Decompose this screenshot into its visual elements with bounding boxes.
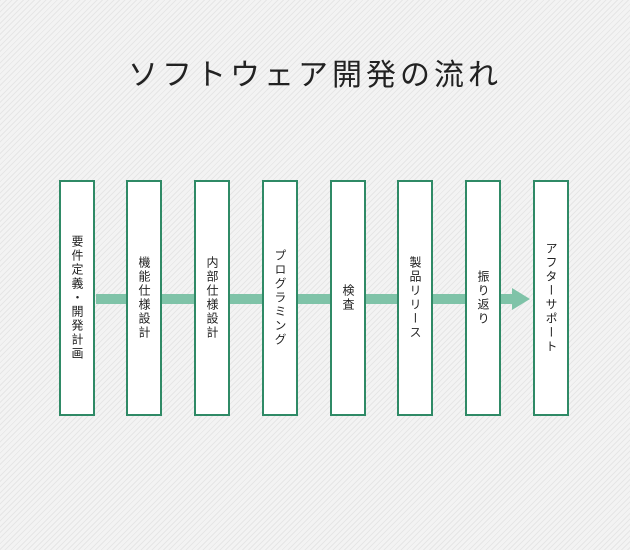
flow-step-functional-design: 機能仕様設計 — [126, 180, 162, 416]
flow-step-release: 製品リリース — [397, 180, 433, 416]
step-label: 製品リリース — [408, 256, 422, 340]
flow-step-retrospective: 振り返り — [465, 180, 501, 416]
flow-step-inspection: 検査 — [330, 180, 366, 416]
step-label: 検査 — [341, 284, 355, 312]
arrow-head — [512, 288, 530, 310]
step-label: 機能仕様設計 — [137, 256, 151, 340]
arrow-shaft — [96, 294, 514, 304]
step-label: 振り返り — [476, 270, 490, 326]
flow-step-requirements: 要件定義・開発計画 — [59, 180, 95, 416]
flow-step-internal-design: 内部仕様設計 — [194, 180, 230, 416]
step-label: 要件定義・開発計画 — [70, 235, 84, 361]
step-label: アフターサポート — [544, 242, 558, 354]
page-title: ソフトウェア開発の流れ — [128, 58, 502, 93]
flow-step-after-support: アフターサポート — [533, 180, 569, 416]
step-label: 内部仕様設計 — [205, 256, 219, 340]
flow-step-programming: プログラミング — [262, 180, 298, 416]
step-label: プログラミング — [273, 249, 287, 347]
